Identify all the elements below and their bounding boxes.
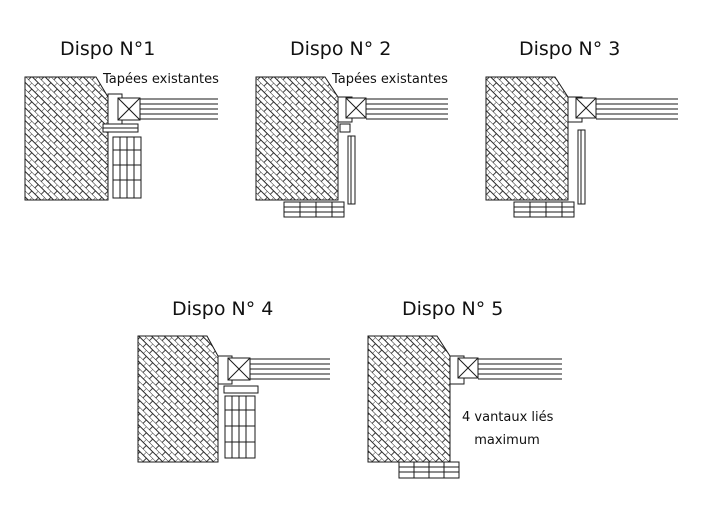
dispo-2-shutter-stack [283,201,345,218]
dispo-4-drawing [137,335,330,463]
dispo-1-wall [24,76,109,201]
dispo-2-wall [255,76,339,201]
dispo-5-drawing [367,335,562,479]
dispo-2-drawing [255,76,448,218]
dispo-5-title: Dispo N° 5 [402,298,504,320]
dispo-2-glazing [366,98,448,120]
dispo-3-drawing [485,76,678,218]
dispo-4-title: Dispo N° 4 [172,298,274,320]
dispo-1-note: Tapées existantes [103,72,219,87]
dispo-2-shutter-rail [347,135,356,205]
dispo-5-note-line2: maximum [474,433,540,448]
dispo-3-shutter-stack [513,201,575,218]
dispo-5-wall [367,335,451,463]
dispo-1-shutter-stack [112,136,142,199]
dispo-3-frame [567,96,597,123]
dispo-5-note: 4 vantaux liés maximum [462,406,554,452]
dispo-5-glazing [478,358,562,380]
dispo-3-glazing [596,98,678,120]
dispo-1-title: Dispo N°1 [60,38,156,60]
dispo-5-frame [449,355,479,385]
dispo-1-drawing [24,76,218,201]
dispo-3-wall [485,76,569,201]
dispo-2-frame [337,96,367,133]
dispo-3-shutter-rail [577,129,586,205]
dispo-1-glazing [140,98,218,120]
dispo-1-frame [102,93,141,133]
dispo-2-note: Tapées existantes [332,72,448,87]
dispo-2-title: Dispo N° 2 [290,38,392,60]
dispo-4-glazing [250,358,330,380]
dispo-4-shutter-stack [224,395,256,459]
dispo-3-title: Dispo N° 3 [519,38,621,60]
dispo-4-wall [137,335,219,463]
dispo-5-shutter-stack [398,461,460,479]
dispo-5-note-line1: 4 vantaux liés [462,410,554,425]
